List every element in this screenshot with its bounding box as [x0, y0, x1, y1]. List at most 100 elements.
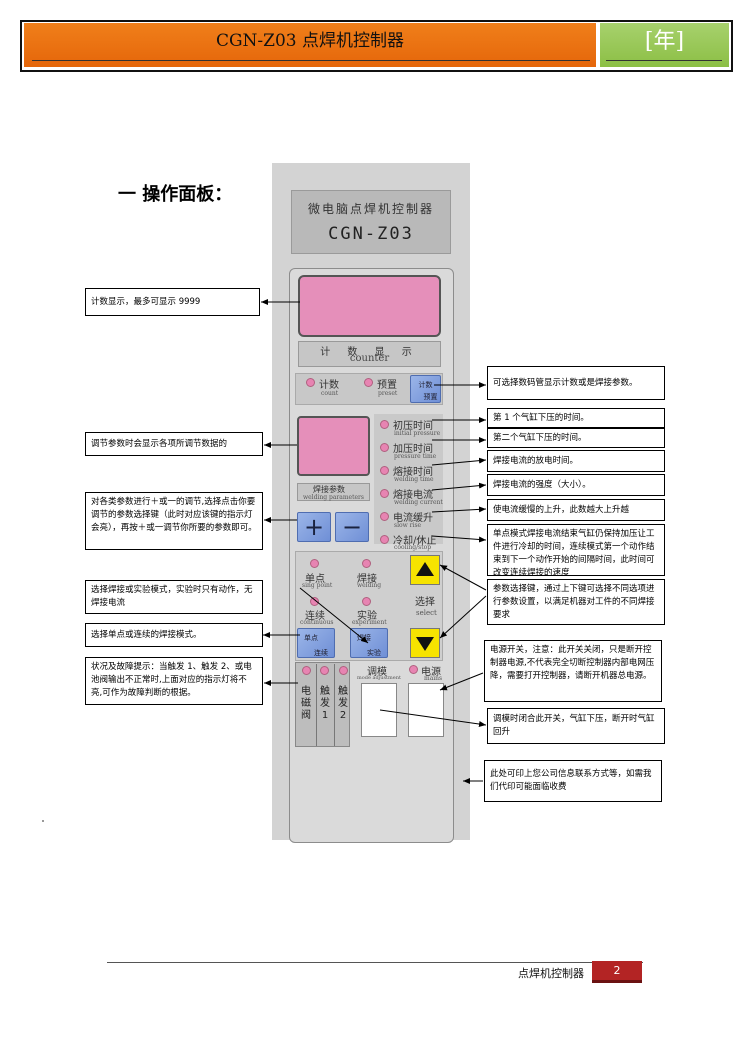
page-number: 2	[592, 961, 642, 983]
note-cooling: 单点模式焊接电流结束气缸仍保持加压让工件进行冷却的时间，连续模式第一个动作结束到…	[487, 524, 665, 578]
trigger1-label: 触发1	[320, 686, 330, 721]
header-frame	[20, 20, 733, 72]
mold-adjust-label: 调模	[367, 667, 387, 678]
solenoid-label: 电磁阀	[301, 686, 311, 721]
experiment-label-en: experiment	[352, 619, 387, 626]
param-led-4[interactable]	[380, 489, 389, 498]
single-label-en: sing point	[302, 582, 333, 589]
speck	[42, 820, 44, 822]
footer-line	[107, 962, 643, 963]
note-pressure-time: 第二个气缸下压的时间。	[487, 428, 665, 448]
count-label-en: count	[321, 390, 339, 397]
plus-button[interactable]: +	[297, 512, 331, 542]
single-label: 单点	[305, 574, 325, 585]
up-button[interactable]	[410, 555, 440, 585]
header-year-tag: [年]	[644, 29, 685, 54]
minus-button[interactable]: −	[335, 512, 369, 542]
count-label: 计数	[319, 380, 339, 391]
note-welding-time: 焊接电流的放电时间。	[487, 450, 665, 472]
preset-button-text: 预置	[423, 393, 438, 401]
trigger2-label: 触发2	[338, 686, 348, 721]
single-led	[310, 559, 319, 568]
note-welding-current: 焊接电流的强度（大小）。	[487, 474, 665, 496]
param-label-6: 冷却/休止	[393, 536, 437, 547]
param-led-3[interactable]	[380, 466, 389, 475]
param-label-en-2: pressure time	[394, 453, 437, 460]
note-param-display: 调节参数时会显示各项所调节数据的	[85, 432, 263, 456]
minus-icon: −	[341, 513, 363, 541]
param-label-en-3: welding time	[394, 476, 434, 483]
model-name: CGN-Z03	[328, 224, 414, 244]
plus-icon: +	[303, 513, 325, 541]
continuous-button-text: 连续	[314, 649, 328, 657]
preset-label: 预置	[377, 380, 397, 391]
note-slow-rise: 使电流缓慢的上升，此数越大上升越	[487, 499, 665, 521]
note-plus-minus: 对各类参数进行＋或一的调节,选择点击你要调节的参数选择键（此时对应该键的指示灯会…	[85, 492, 263, 550]
counter-label-box	[298, 341, 441, 367]
weld-test-button[interactable]: 焊接 实验	[350, 628, 388, 658]
power-label: 电源	[421, 667, 441, 678]
footer-title: 点焊机控制器	[518, 967, 584, 980]
weld-label-en: welding	[357, 582, 382, 589]
trigger1-led	[320, 666, 329, 675]
weld-params-cn: 焊接参数	[313, 485, 345, 494]
solenoid-led	[302, 666, 311, 675]
preset-label-en: preset	[378, 390, 398, 397]
count-button-text: 计数	[418, 381, 433, 389]
param-label-en-5: slow rise	[394, 522, 422, 529]
note-count-preset: 可选择数码管显示计数或是焊接参数。	[487, 366, 665, 400]
note-weld-test: 选择焊接或实验模式，实验时只有动作，无焊接电流	[85, 580, 263, 614]
param-led-1[interactable]	[380, 420, 389, 429]
note-power-switch: 电源开关，注意：此开关关闭，只是断开控制器电源,不代表完全切断控制器内部电网压降…	[484, 640, 662, 702]
select-label: 选择	[415, 597, 435, 608]
status-divider-1	[316, 664, 317, 746]
weld-button-text: 焊接	[357, 634, 371, 642]
continuous-led	[310, 597, 319, 606]
section-title: 一 操作面板：	[118, 184, 233, 205]
param-led-5[interactable]	[380, 512, 389, 521]
header-year-bar	[600, 23, 729, 67]
weld-label: 焊接	[357, 574, 377, 585]
down-button[interactable]	[410, 628, 440, 658]
note-fault: 状况及故障提示：当触发 1、触发 2、或电池阀输出不正常时,上面对应的指示灯将不…	[85, 657, 263, 705]
param-label-en-1: initial pressure	[394, 430, 441, 437]
power-label-en: mains	[424, 675, 443, 682]
count-preset-button[interactable]: 计数 预置	[410, 375, 441, 403]
weld-led	[362, 559, 371, 568]
counter-label-en: counter	[349, 353, 390, 364]
power-switch[interactable]	[408, 683, 444, 737]
param-label-5: 电流缓升	[393, 513, 433, 524]
header-underline	[32, 60, 590, 61]
arrow-up-icon	[416, 562, 434, 576]
parameter-display	[297, 416, 370, 476]
counter-display	[298, 275, 441, 337]
note-select-keys: 参数选择键，通过上下键可选择不同选项进行参数设置，以满足机器对工件的不同焊接要求	[487, 579, 665, 625]
param-label-en-6: cooling/stop	[394, 544, 432, 551]
note-company-info: 此处可印上您公司信息联系方式等，如需我们代印可能面临收费	[484, 760, 662, 802]
param-led-6[interactable]	[380, 535, 389, 544]
arrow-down-icon	[416, 637, 434, 651]
status-indicator-box	[295, 662, 350, 747]
header-year-underline	[606, 60, 722, 61]
mold-adjust-label-en: mode adjustment	[357, 675, 401, 681]
counter-label-cn: 计 数 显 示	[320, 347, 419, 358]
note-initial-pressure: 第 1 个气缸下压的时间。	[487, 408, 665, 428]
single-continuous-button[interactable]: 单点 连续	[297, 628, 335, 658]
param-label-2: 加压时间	[393, 444, 433, 455]
param-label-4: 熔接电流	[393, 490, 433, 501]
weld-params-box	[297, 483, 370, 501]
mold-adjust-switch[interactable]	[361, 683, 397, 737]
brand-name: 微电脑点焊机控制器	[307, 202, 434, 216]
header-title-bar	[24, 23, 596, 67]
trigger2-led	[339, 666, 348, 675]
weld-params-en: welding parameters	[303, 494, 364, 501]
param-label-3: 熔接时间	[393, 467, 433, 478]
param-label-1: 初压时间	[393, 421, 433, 432]
brand-plate	[291, 190, 451, 254]
select-label-en: select	[416, 609, 437, 617]
status-divider-2	[334, 664, 335, 746]
note-mold-adjust: 调模时闭合此开关，气缸下压，断开时气缸回升	[487, 708, 665, 744]
single-button-text: 单点	[304, 634, 318, 642]
param-led-2[interactable]	[380, 443, 389, 452]
param-label-en-4: welding current	[394, 499, 443, 506]
